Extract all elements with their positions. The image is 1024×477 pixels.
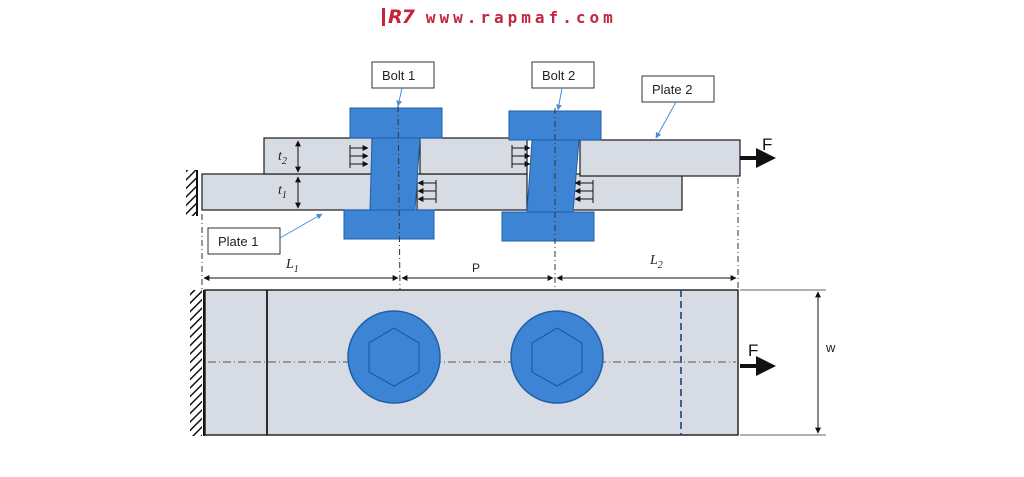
plate2-right-segment	[579, 139, 741, 177]
plate2-mid-segment	[419, 137, 528, 175]
width-label: w	[825, 340, 836, 355]
pitch-label: P	[472, 261, 480, 275]
wall-hatch-bottom	[190, 290, 202, 436]
site-url: www.rapmaf.com	[425, 7, 617, 27]
l2-label: L2	[649, 253, 663, 271]
bolt1-head	[349, 107, 443, 139]
callout-bolt2: Bolt 2	[531, 61, 595, 111]
plate1-left-segment	[201, 173, 373, 211]
side-view: t2 t1 F Bolt 1 Bolt 2 Plate 2	[186, 61, 776, 291]
t2-label: t2	[278, 149, 287, 167]
bolt2-nut	[501, 211, 595, 242]
logo-mark: R7	[382, 8, 415, 27]
bearing-arrows-b1-bottom	[417, 180, 437, 203]
svg-text:Plate 1: Plate 1	[218, 234, 258, 249]
force-label-top: F	[762, 135, 772, 154]
wall-hatch-top	[186, 170, 196, 216]
force-label-bottom: F	[748, 341, 758, 360]
top-view: F w	[190, 289, 836, 436]
t1-label: t1	[278, 183, 287, 201]
plate1-mid-segment	[416, 173, 528, 211]
bolt1-centerline	[397, 105, 401, 291]
bolt1-side	[343, 107, 443, 240]
bolt1-shank	[369, 137, 421, 211]
callout-plate1: Plate 1	[207, 213, 323, 255]
bolt1-nut	[343, 209, 435, 240]
bearing-arrows-b2-top	[511, 145, 531, 168]
svg-text:Bolt 2: Bolt 2	[542, 68, 575, 83]
svg-text:Plate 2: Plate 2	[652, 82, 692, 97]
bearing-arrows-b2-bottom	[574, 180, 594, 203]
bearing-arrows-b1-top	[349, 145, 369, 168]
bolt1-top	[347, 310, 441, 404]
site-logo[interactable]: R7 www.rapmaf.com	[382, 6, 617, 28]
svg-text:Bolt 1: Bolt 1	[382, 68, 415, 83]
plate1-right-segment	[571, 173, 683, 211]
bolt2-top	[510, 310, 604, 404]
callout-plate2: Plate 2	[641, 75, 715, 139]
callout-bolt1: Bolt 1	[371, 61, 435, 107]
bolt2-shank	[526, 139, 580, 213]
l1-label: L1	[285, 257, 299, 275]
